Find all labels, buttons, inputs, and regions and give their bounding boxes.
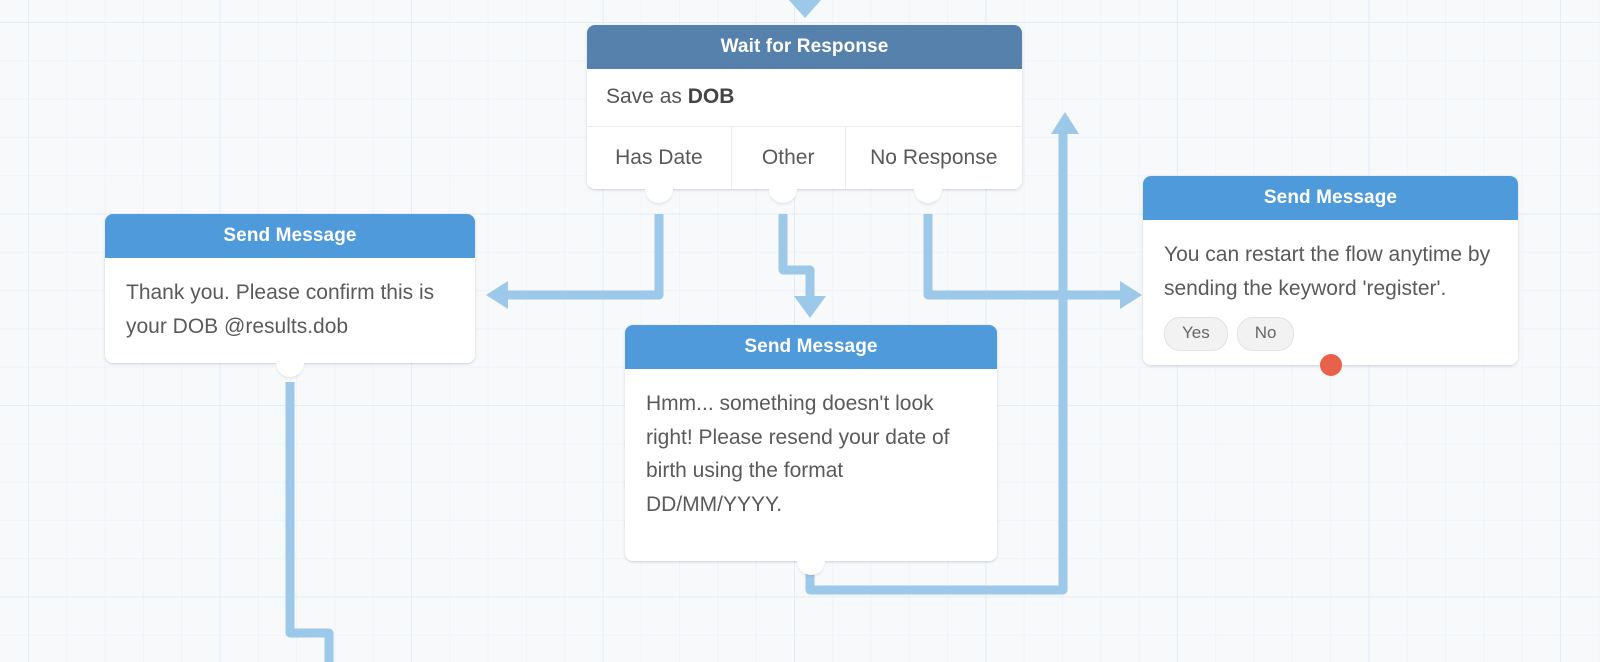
message-body: You can restart the flow anytime by send…	[1143, 220, 1518, 365]
port-no-response[interactable]: No Response	[870, 146, 998, 169]
node-title: Send Message	[625, 325, 997, 369]
node-wait-for-response[interactable]: Wait for Response Save as DOB Has Date O…	[587, 25, 1022, 203]
quick-replies: Yes No	[1164, 317, 1497, 351]
arrowhead-other	[794, 296, 826, 318]
node-send-message-confirm[interactable]: Send Message Thank you. Please confirm t…	[105, 214, 475, 378]
connector-nub-output[interactable]	[797, 560, 825, 576]
output-ports: Has Date Other No Response	[587, 127, 1022, 189]
connector-nub-has-date[interactable]	[645, 188, 673, 203]
port-has-date[interactable]: Has Date	[587, 127, 732, 189]
message-text: Thank you. Please confirm this is your D…	[105, 258, 475, 364]
node-send-message-retry[interactable]: Send Message Hmm... something doesn't lo…	[625, 325, 997, 576]
arrowhead-retry-loopback	[1051, 112, 1079, 134]
node-title: Send Message	[1143, 176, 1518, 220]
arrowhead-incoming-top	[789, 0, 821, 18]
connector-nub-other[interactable]	[769, 188, 797, 203]
node-title: Wait for Response	[587, 25, 1022, 69]
status-dot[interactable]	[1320, 353, 1342, 376]
quick-reply-no[interactable]: No	[1236, 317, 1295, 351]
edge-other	[778, 214, 815, 298]
node-title: Send Message	[105, 214, 475, 258]
message-text: You can restart the flow anytime by send…	[1164, 243, 1491, 300]
edge-confirm-out	[285, 382, 334, 662]
arrowhead-has-date	[486, 281, 508, 309]
save-as-variable: DOB	[687, 85, 735, 108]
arrowhead-no-response	[1120, 281, 1142, 309]
save-as-row: Save as DOB	[587, 69, 1022, 127]
node-send-message-restart[interactable]: Send Message You can restart the flow an…	[1143, 176, 1518, 376]
edge-no-response	[923, 214, 1128, 300]
message-text: Hmm... something doesn't look right! Ple…	[625, 369, 997, 562]
connector-nub-output[interactable]	[276, 362, 304, 378]
save-as-label: Save as	[606, 85, 682, 108]
port-other[interactable]: Other	[732, 127, 846, 189]
connector-nub-no-response[interactable]	[914, 188, 942, 203]
edge-has-date	[500, 214, 664, 300]
quick-reply-yes[interactable]: Yes	[1164, 317, 1228, 351]
